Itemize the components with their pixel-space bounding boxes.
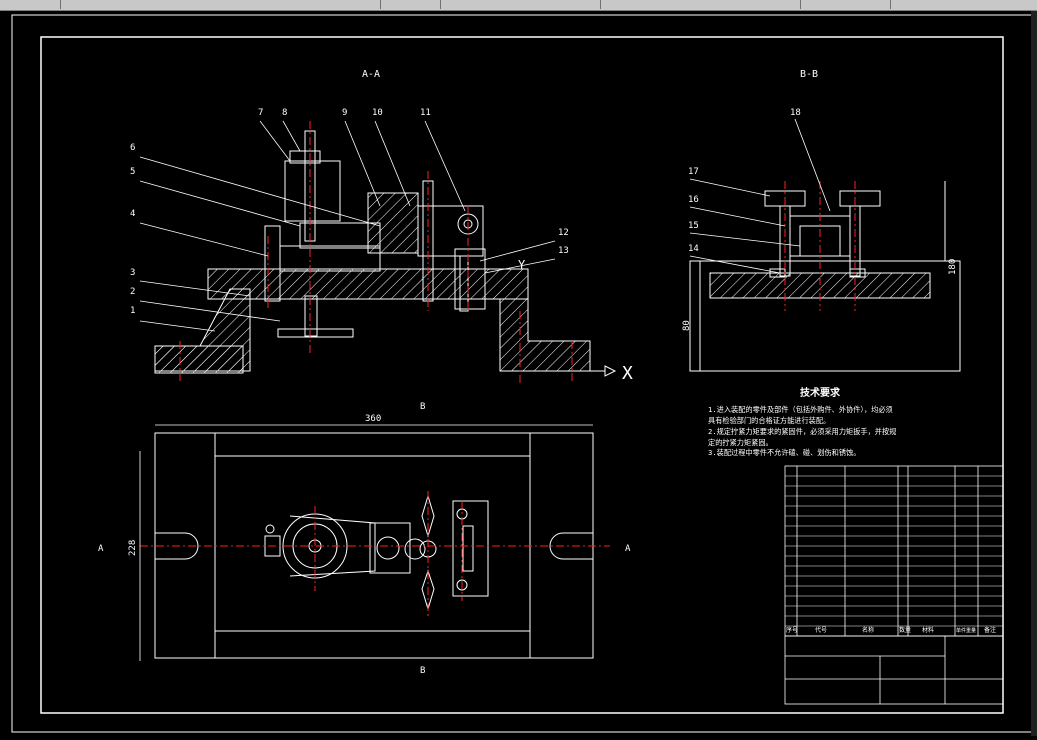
section-mark-b-bottom: B — [420, 666, 425, 676]
tech-req-title: 技术要求 — [800, 386, 841, 399]
section-mark-b-top: B — [420, 402, 425, 412]
section-mark-a-left: A — [98, 544, 104, 554]
leader-3: 3 — [130, 268, 135, 278]
bb-leaders — [689, 118, 831, 274]
x-mark: X — [622, 363, 633, 384]
leader-15: 15 — [688, 221, 699, 231]
section-aa-view — [154, 130, 591, 374]
leader-4: 4 — [130, 209, 135, 219]
tech-req-line-4: 定的拧紧力矩紧固。 — [708, 438, 773, 447]
plan-view — [154, 432, 594, 659]
y-mark: Y — [518, 258, 526, 272]
leader-16: 16 — [688, 195, 699, 205]
leader-9: 9 — [342, 108, 347, 118]
col-header-qty: 数量 — [899, 626, 911, 634]
dim-width: 228 — [128, 540, 138, 556]
leader-12: 12 — [558, 228, 569, 238]
leader-18: 18 — [790, 108, 801, 118]
dim-base-h: 80 — [682, 320, 692, 331]
col-header-material: 材料 — [922, 626, 934, 634]
leader-11: 11 — [420, 108, 431, 118]
section-aa-centerlines — [179, 121, 573, 383]
plan-centerlines — [140, 491, 610, 616]
leader-1: 1 — [130, 306, 135, 316]
col-header-name: 名称 — [862, 626, 874, 634]
toolbar-strip — [0, 0, 1037, 11]
section-bb-centerlines — [784, 181, 856, 311]
leader-14: 14 — [688, 244, 699, 254]
section-bb-view — [689, 181, 961, 372]
inner-border — [40, 36, 1004, 714]
aa-leaders — [139, 120, 556, 332]
tech-req-line-1: 1.进入装配的零件及部件（包括外购件、外协件），均必须 — [708, 405, 893, 414]
col-header-weight: 单件重量 — [956, 627, 976, 634]
tech-req-line-5: 3.装配过程中零件不允许磕、碰、划伤和锈蚀。 — [708, 448, 860, 457]
drawing-canvas[interactable]: A-A B-B — [0, 11, 1037, 736]
vertical-scrollbar[interactable] — [1031, 11, 1037, 736]
leader-13: 13 — [558, 246, 569, 256]
section-aa-title: A-A — [362, 69, 380, 80]
section-bb-title: B-B — [800, 69, 818, 80]
col-header-remark: 备注 — [984, 626, 996, 634]
leader-5: 5 — [130, 167, 135, 177]
col-header-code: 代号 — [815, 626, 827, 634]
dim-overall: 360 — [365, 414, 381, 424]
parts-table — [784, 465, 1004, 705]
leader-6: 6 — [130, 143, 135, 153]
leader-7: 7 — [258, 108, 263, 118]
dim-height-b: 180 — [948, 259, 958, 275]
leader-17: 17 — [688, 167, 699, 177]
section-mark-a-right: A — [625, 544, 631, 554]
parts-table-rows — [785, 475, 1003, 627]
x-arrow-head — [604, 365, 617, 377]
col-header-index: 序号 — [786, 626, 798, 634]
leader-8: 8 — [282, 108, 287, 118]
leader-10: 10 — [372, 108, 383, 118]
leader-2: 2 — [130, 287, 135, 297]
tech-req-line-2: 具有检验部门的合格证方能进行装配。 — [708, 416, 830, 425]
tech-req-line-3: 2.规定拧紧力矩要求的紧固件，必须采用力矩扳手，并按规 — [708, 427, 896, 436]
